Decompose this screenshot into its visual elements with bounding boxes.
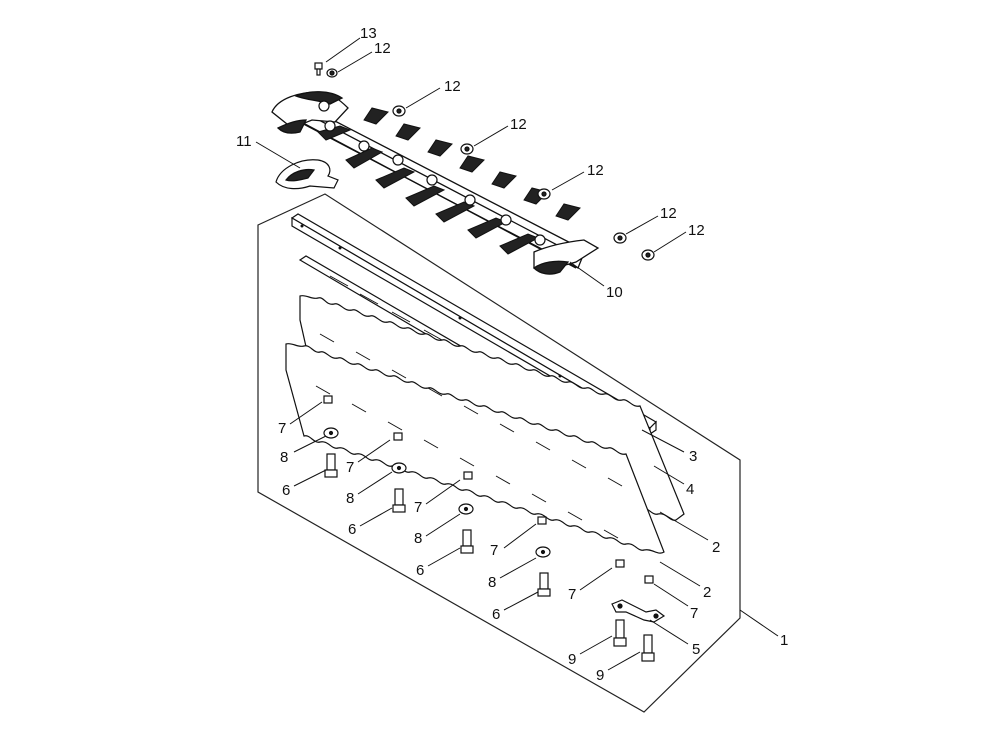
callout-10: 10 <box>606 284 623 301</box>
callout-9: 9 <box>596 667 604 684</box>
bolt-9b <box>641 634 655 662</box>
callout-12: 12 <box>688 222 705 239</box>
plate-5 <box>611 599 666 623</box>
square-nut-7a <box>323 395 333 404</box>
callout-12: 12 <box>510 116 527 133</box>
nut-12-a <box>326 68 338 78</box>
callout-6: 6 <box>282 482 290 499</box>
washer-8b <box>391 462 407 474</box>
callout-12: 12 <box>444 78 461 95</box>
callout-7: 7 <box>690 605 698 622</box>
bolt-9a <box>613 619 627 647</box>
bolt-6c <box>460 529 474 554</box>
callout-2: 2 <box>712 539 720 556</box>
nut-12-b <box>392 105 406 117</box>
square-nut-7b <box>393 432 403 441</box>
callout-6: 6 <box>348 521 356 538</box>
nut-12-c <box>460 143 474 155</box>
callout-8: 8 <box>414 530 422 547</box>
callout-8: 8 <box>488 574 496 591</box>
square-nut-7f <box>644 575 654 584</box>
callout-5: 5 <box>692 641 700 658</box>
callout-6: 6 <box>492 606 500 623</box>
bolt-6d <box>537 572 551 597</box>
assembly-frame <box>257 193 741 713</box>
leader-lines <box>255 37 779 671</box>
handle-guard <box>275 159 339 190</box>
nut-12-f <box>641 249 655 261</box>
callout-7: 7 <box>490 542 498 559</box>
bolt-6a <box>324 453 338 478</box>
callout-7: 7 <box>278 420 286 437</box>
callout-13: 13 <box>360 25 377 42</box>
nut-12-d <box>537 188 551 200</box>
square-nut-7d <box>537 516 547 525</box>
callout-1: 1 <box>780 632 788 649</box>
callout-7: 7 <box>568 586 576 603</box>
washer-8d <box>535 546 551 558</box>
nut-12-e <box>613 232 627 244</box>
callout-8: 8 <box>280 449 288 466</box>
callout-4: 4 <box>686 481 694 498</box>
callout-3: 3 <box>689 448 697 465</box>
callout-2: 2 <box>703 584 711 601</box>
callout-12: 12 <box>660 205 677 222</box>
callout-9: 9 <box>568 651 576 668</box>
callout-labels: 13 12 12 12 12 12 12 11 10 3 4 2 2 1 5 7… <box>236 25 788 684</box>
bolt-6b <box>392 488 406 513</box>
callout-12: 12 <box>374 40 391 57</box>
callout-7: 7 <box>414 499 422 516</box>
upper-guard-teeth <box>317 107 581 255</box>
callout-12: 12 <box>587 162 604 179</box>
screw-13 <box>314 62 323 76</box>
callout-6: 6 <box>416 562 424 579</box>
washer-8c <box>458 503 474 515</box>
callout-8: 8 <box>346 490 354 507</box>
cutter-blade-2-lower <box>285 342 665 554</box>
upper-guard-bolts <box>318 100 546 246</box>
callout-7: 7 <box>346 459 354 476</box>
washer-8a <box>323 427 339 439</box>
square-nut-7c <box>463 471 473 480</box>
blade-slots <box>315 333 623 539</box>
square-nut-7e <box>615 559 625 568</box>
callout-11: 11 <box>236 133 252 150</box>
